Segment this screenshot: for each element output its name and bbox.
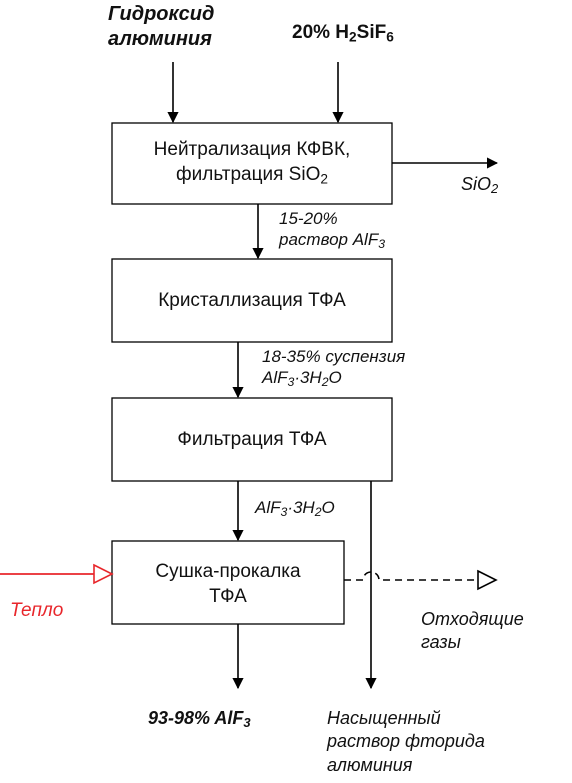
flow2-a: AlF xyxy=(262,368,288,388)
flow3-sub2: 2 xyxy=(314,505,322,520)
product-sub: 3 xyxy=(243,715,251,731)
box-crystallization-label: Кристаллизация ТФА xyxy=(112,289,392,314)
box-drying xyxy=(111,540,345,625)
flow2-line2: AlF3·3H2O xyxy=(262,367,405,388)
input-left-line1: Гидроксид xyxy=(108,3,215,25)
arrow-offgas-line xyxy=(344,571,478,581)
box4-line1: Сушка-прокалка xyxy=(155,561,301,582)
flow-alf3-solution-label: 15-20% раствор AlF3 xyxy=(279,208,385,251)
solution-line2: раствор фторида xyxy=(327,731,485,752)
flow2-b: ·3H xyxy=(294,368,322,388)
flow3-c: O xyxy=(321,498,335,517)
flow2-line1: 18-35% суспензия xyxy=(262,347,406,366)
offgas-line1: Отходящие xyxy=(421,609,524,629)
input-h2sif6: 20% H2SiF6 xyxy=(292,22,394,45)
sio2-text: SiO xyxy=(461,174,492,194)
box-neutralization xyxy=(111,122,393,205)
product-text: 93-98% AlF xyxy=(148,708,244,728)
flow2-c: O xyxy=(328,368,342,388)
box1-line2-sub: 2 xyxy=(320,171,328,187)
input-left-line2: алюминия xyxy=(108,28,212,50)
box3-text: Фильтрация ТФА xyxy=(177,429,327,450)
flow-alf3-hydrate-label: AlF3·3H2O xyxy=(255,497,335,518)
box2-text: Кристаллизация ТФА xyxy=(158,290,346,311)
flow1-line2-sub: 3 xyxy=(378,237,386,252)
flow3-a: AlF xyxy=(255,498,281,517)
box-neutralization-label: Нейтрализация КФВК, фильтрация SiO2 xyxy=(112,138,392,187)
h2sif6-part2: SiF xyxy=(356,22,387,43)
h2sif6-sub2: 6 xyxy=(386,29,394,45)
box1-line1: Нейтрализация КФВК, xyxy=(153,139,351,160)
offgas-line2: газы xyxy=(421,632,461,653)
flow3-b: ·3H xyxy=(287,498,315,517)
flow2-sub2: 2 xyxy=(321,375,329,390)
flow2-sub1: 3 xyxy=(287,375,295,390)
solution-line3: алюминия xyxy=(327,754,413,775)
saturated-solution-label: Насыщенный раствор фторида алюминия xyxy=(327,707,485,777)
box-crystallization xyxy=(111,258,393,343)
arrow-heat-head xyxy=(93,563,114,585)
box-filtration-label: Фильтрация ТФА xyxy=(112,428,392,453)
product-label: 93-98% AlF3 xyxy=(148,708,251,731)
box1-line2: фильтрация SiO2 xyxy=(112,163,392,188)
flow1-line1: 15-20% xyxy=(279,209,338,228)
sio2-sub: 2 xyxy=(491,181,499,197)
h2sif6-sub1: 2 xyxy=(349,29,357,45)
flow1-line2: раствор AlF3 xyxy=(279,229,385,250)
input-aluminium-hydroxide: Гидроксид алюминия xyxy=(108,2,214,52)
offgas-label: Отходящие газы xyxy=(421,608,524,654)
box-drying-label: Сушка-прокалка ТФА xyxy=(112,560,344,609)
arrow-offgas-head xyxy=(477,569,498,591)
flow-suspension-label: 18-35% суспензия AlF3·3H2O xyxy=(262,346,405,389)
box-filtration xyxy=(111,397,393,482)
flow1-line2-text: раствор AlF xyxy=(279,230,379,250)
box1-line2-text: фильтрация SiO xyxy=(176,163,321,185)
flow3-sub1: 3 xyxy=(280,505,288,520)
heat-label: Тепло xyxy=(10,600,64,621)
h2sif6-part1: 20% H xyxy=(292,22,350,43)
sio2-label: SiO2 xyxy=(461,174,499,197)
box4-line2: ТФА xyxy=(209,585,247,607)
solution-line1: Насыщенный xyxy=(327,708,441,728)
